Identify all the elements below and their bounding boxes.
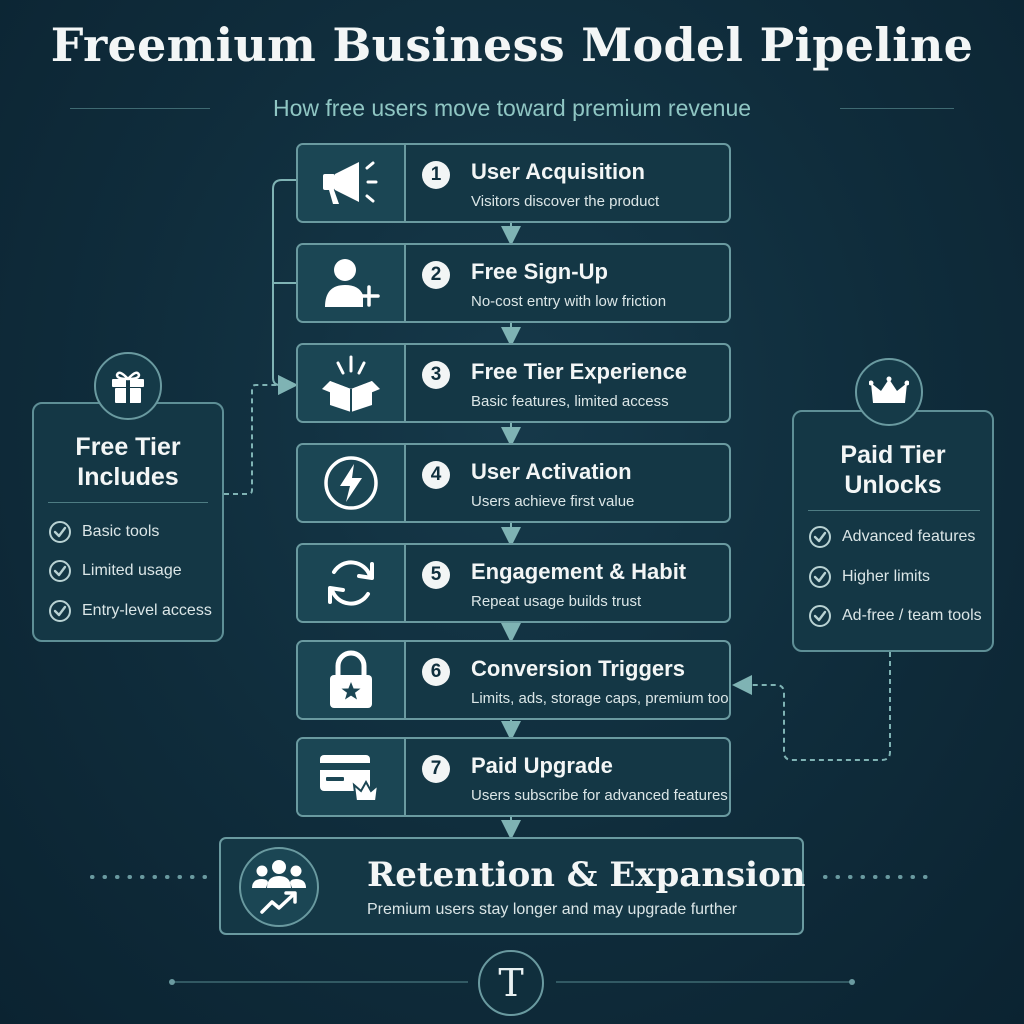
gift-icon <box>112 371 144 403</box>
bracket-steps-1-3 <box>272 179 298 395</box>
subtitle-row: How free users move toward premium reven… <box>70 92 954 128</box>
retention-expansion-panel: Retention & Expansion Premium users stay… <box>219 837 806 935</box>
step-title: Free Tier Experience <box>471 359 688 384</box>
step-title: Paid Upgrade <box>471 753 613 778</box>
step-icon-cell <box>298 345 406 421</box>
retention-title: Retention & Expansion <box>367 855 806 895</box>
step-user-activation: 4 User Activation Users achieve first va… <box>296 443 731 523</box>
paid-tier-item: Advanced features <box>808 524 975 550</box>
step-number: 3 <box>422 361 450 389</box>
step-user-acquisition: 1 User Acquisition Visitors discover the… <box>296 143 731 223</box>
step-number: 1 <box>422 161 450 189</box>
check-circle-icon <box>809 605 831 627</box>
step-number: 2 <box>422 261 450 289</box>
step-number: 6 <box>422 658 450 686</box>
step-title: User Activation <box>471 459 632 484</box>
free-tier-item-label: Entry-level access <box>82 602 212 619</box>
step-description: Users subscribe for advanced features <box>471 787 728 804</box>
step-title: Free Sign-Up <box>471 259 608 284</box>
free-tier-item-label: Basic tools <box>82 523 160 540</box>
step-icon-cell <box>298 545 406 621</box>
free-tier-title-line2: Includes <box>77 463 179 491</box>
paid-tier-divider <box>808 510 980 511</box>
paid-tier-item: Ad-free / team tools <box>808 603 982 629</box>
paid-tier-badge <box>855 358 923 426</box>
crown-icon <box>869 376 909 403</box>
step-icon-cell <box>298 445 406 521</box>
free-tier-connector <box>224 375 298 495</box>
megaphone-icon <box>323 161 378 204</box>
paid-tier-item: Higher limits <box>808 564 930 590</box>
check-circle-icon <box>49 521 71 543</box>
open-box-icon <box>322 355 380 412</box>
step-icon-cell <box>298 642 406 718</box>
step-engagement-habit: 5 Engagement & Habit Repeat usage builds… <box>296 543 731 623</box>
free-tier-badge <box>94 352 162 420</box>
free-tier-title-line1: Free Tier <box>75 433 181 461</box>
credit-card-crown-icon <box>320 755 380 802</box>
free-tier-item: Limited usage <box>48 558 182 584</box>
free-tier-item: Entry-level access <box>48 598 212 624</box>
step-paid-upgrade: 7 Paid Upgrade Users subscribe for advan… <box>296 737 731 817</box>
step-free-tier-experience: 3 Free Tier Experience Basic features, l… <box>296 343 731 423</box>
paid-tier-title-line1: Paid Tier <box>840 441 946 469</box>
step-description: Users achieve first value <box>471 493 635 510</box>
paid-tier-panel: Paid Tier Unlocks Advanced features High… <box>792 410 994 652</box>
subtitle-rule-right <box>840 108 954 109</box>
paid-tier-item-label: Ad-free / team tools <box>842 607 982 624</box>
step-icon-cell <box>298 245 406 321</box>
users-growth-icon <box>252 860 306 914</box>
check-circle-icon <box>49 600 71 622</box>
lightning-icon <box>324 456 378 510</box>
step-description: Basic features, limited access <box>471 393 669 410</box>
subtitle-rule-left <box>70 108 210 109</box>
user-plus-icon <box>325 259 380 307</box>
paid-tier-connector <box>732 652 891 761</box>
free-tier-item: Basic tools <box>48 519 159 545</box>
step-description: No-cost entry with low friction <box>471 293 667 310</box>
check-circle-icon <box>49 560 71 582</box>
step-number: 7 <box>422 755 450 783</box>
step-description: Limits, ads, storage caps, premium tools <box>471 690 731 707</box>
free-tier-divider <box>48 502 208 503</box>
step-description: Visitors discover the product <box>471 193 660 210</box>
free-tier-panel: Free Tier Includes Basic tools Limited u… <box>32 402 224 642</box>
free-tier-item-label: Limited usage <box>82 562 182 579</box>
lock-icon <box>330 650 372 708</box>
step-conversion-triggers: 6 Conversion Triggers Limits, ads, stora… <box>296 640 731 720</box>
refresh-icon <box>328 560 374 606</box>
paid-tier-item-label: Advanced features <box>842 528 976 545</box>
footer-logo: T <box>478 950 544 1016</box>
step-icon-cell <box>298 739 406 815</box>
check-circle-icon <box>809 566 831 588</box>
step-free-sign-up: 2 Free Sign-Up No-cost entry with low fr… <box>296 243 731 323</box>
paid-tier-title-line2: Unlocks <box>844 471 942 499</box>
step-number: 5 <box>422 561 450 589</box>
step-description: Repeat usage builds trust <box>471 593 642 610</box>
check-circle-icon <box>809 526 831 548</box>
page-title: Freemium Business Model Pipeline <box>50 18 974 72</box>
paid-tier-item-label: Higher limits <box>842 568 931 585</box>
retention-icon-circle <box>239 847 319 927</box>
step-icon-cell <box>298 145 406 221</box>
step-title: Engagement & Habit <box>471 559 687 584</box>
step-title: Conversion Triggers <box>471 656 685 681</box>
retention-description: Premium users stay longer and may upgrad… <box>367 901 737 918</box>
step-title: User Acquisition <box>471 159 645 184</box>
step-number: 4 <box>422 461 450 489</box>
page-subtitle: How free users move toward premium reven… <box>272 95 752 121</box>
